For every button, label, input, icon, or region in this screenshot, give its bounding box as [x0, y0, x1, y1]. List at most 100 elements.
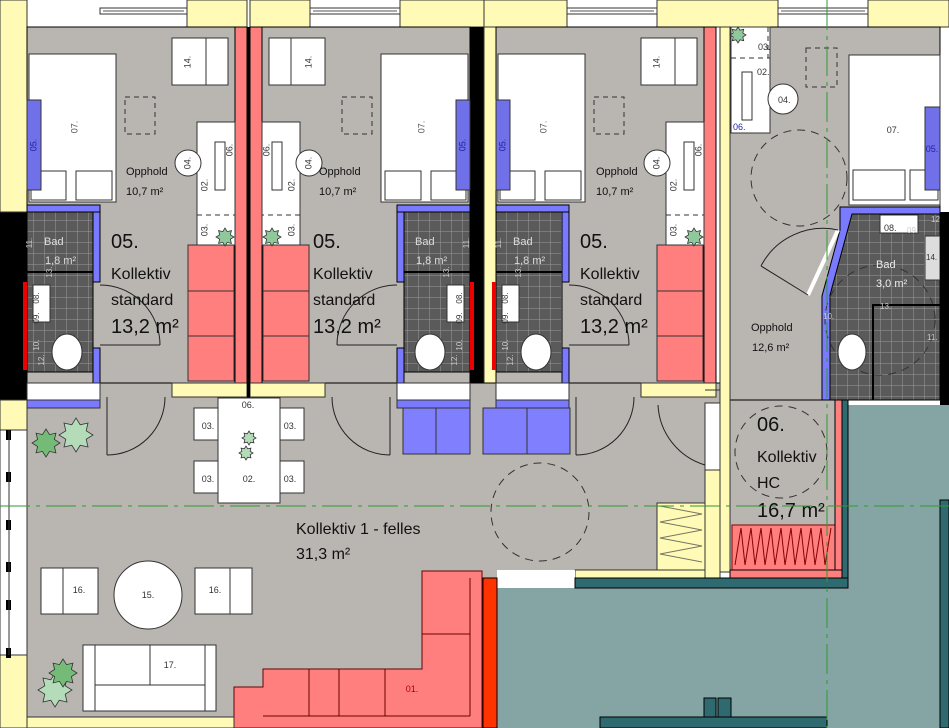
sink-label: 06. [261, 144, 271, 157]
opphold-area: 10,7 m² [596, 186, 634, 198]
bath-item-label: 08. [32, 292, 41, 303]
bed-drawer [75, 170, 113, 201]
opphold-area: 10,7 m² [319, 186, 357, 198]
bath-label: Bad [44, 236, 64, 248]
wall-divider-hc [719, 26, 731, 573]
party-wall [247, 27, 250, 400]
hc-chair [767, 83, 799, 115]
bath-area: 1,8 m² [514, 255, 546, 267]
desk-label: 02. [757, 67, 770, 77]
unit-name: Kollektiv [313, 266, 373, 283]
unit-area: 13,2 m² [111, 316, 179, 338]
wall-mark [470, 282, 474, 370]
plant-icon [31, 428, 61, 458]
bath-item-label: 11. [462, 238, 471, 249]
unit-area: 13,2 m² [313, 316, 381, 338]
unit-number: 05. [580, 231, 608, 253]
toilet [837, 333, 867, 371]
sofa-label: 17. [164, 660, 177, 670]
opphold-area: 12,6 m² [752, 342, 790, 354]
plant-icon [58, 417, 94, 453]
wall-bottom [249, 382, 326, 398]
plant-icon [729, 26, 747, 44]
window-bench [495, 99, 511, 191]
window-bench [26, 99, 42, 191]
bath-item-label: 10. [823, 312, 834, 321]
unit-name: Kollektiv [580, 266, 640, 283]
opphold-label: Opphold [596, 166, 638, 178]
terrace-edge [841, 399, 849, 589]
bath-item-label: 14. [926, 253, 937, 262]
unit-name: Kollektiv [757, 449, 817, 466]
chair-label: 03. [284, 421, 297, 431]
bath-door-swing [568, 284, 630, 346]
bath-wall [396, 204, 405, 283]
wall-top [249, 0, 311, 28]
bench-label: 05. [457, 139, 467, 152]
bath-door-leaf [760, 265, 809, 296]
desk-label: 02. [286, 179, 296, 192]
unit-name: Kollektiv [111, 266, 171, 283]
desk-label: 02. [199, 179, 209, 192]
armchair-label: 14. [651, 56, 661, 69]
shower-tray [32, 284, 51, 323]
wall-vertical [704, 469, 721, 579]
wall-strip [834, 399, 843, 579]
bath-item-label: 11. [25, 238, 34, 249]
armchair-label: 14. [182, 56, 192, 69]
bath-item-label: 10. [32, 339, 41, 350]
bath-wall [26, 204, 101, 213]
hc-bath-wall [821, 206, 941, 401]
window-bench [455, 99, 471, 191]
wall-left-top [0, 0, 28, 213]
bath-wall-bottom [396, 399, 471, 409]
bath-door [806, 229, 840, 296]
plant-icon [262, 227, 282, 247]
hc-window-bench [924, 106, 941, 191]
hc-shower [879, 214, 919, 234]
wall-bottom [640, 382, 717, 398]
bath-wall-bottom [495, 399, 570, 409]
bath-label: Bad [513, 236, 533, 248]
wall-top [483, 0, 568, 28]
wall-left [0, 399, 28, 431]
unit-type: standard [111, 292, 173, 309]
hc-bath-partition [872, 304, 940, 400]
unit-number: 05. [111, 231, 139, 253]
unit-area: 13,2 m² [580, 316, 648, 338]
terrace-post [717, 697, 732, 718]
chair-label: 04. [651, 157, 661, 170]
shelf-label: 03. [758, 42, 771, 52]
bath-item-label: 08. [455, 292, 464, 303]
bed-drawer [544, 170, 582, 201]
sink [271, 141, 283, 191]
chair-label: 03. [202, 421, 215, 431]
plant-icon [684, 227, 704, 247]
bath-item-label: 12. [450, 354, 459, 365]
sink-label: 06. [224, 144, 234, 157]
coffee-table-label: 15. [142, 590, 155, 600]
chair-label: 04. [303, 157, 313, 170]
unit-type: standard [580, 292, 642, 309]
table-label: 06. [242, 400, 255, 410]
chair-label: 04. [778, 95, 791, 105]
bath-wall [561, 204, 570, 283]
wall-horizontal [574, 569, 706, 579]
bath-item-label: 13. [442, 266, 451, 277]
bed-label: 07. [887, 125, 900, 135]
storage-hatch [659, 505, 703, 563]
kitchen-label: 01. [406, 684, 419, 694]
bed-drawer [852, 169, 906, 201]
window-sill [495, 382, 570, 401]
shelf-label: 03. [668, 224, 678, 237]
shelf-label: 03. [199, 224, 209, 237]
unit-number: 06. [757, 414, 785, 436]
sink [683, 141, 695, 191]
bath-area: 3,0 m² [876, 278, 908, 290]
sink [214, 141, 226, 191]
bath-item-label: 08. [884, 223, 897, 233]
bath-wall [92, 204, 101, 283]
toilet [51, 333, 83, 371]
wall-left [0, 654, 28, 728]
bath-wall-bottom [26, 399, 101, 409]
